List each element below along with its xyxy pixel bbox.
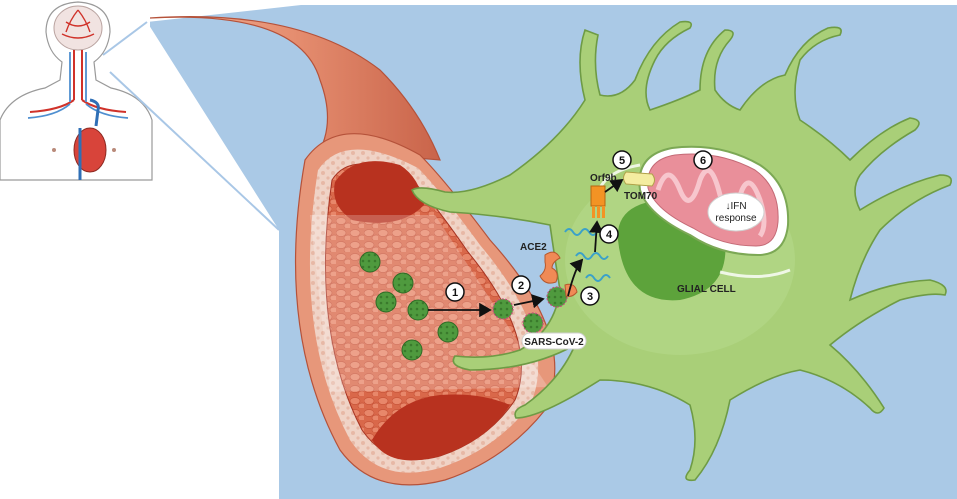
step-badge-5: 5 (612, 150, 632, 170)
arrow-step-4 (589, 220, 604, 253)
glial-cell-label: GLIAL CELL (677, 284, 736, 295)
zoom-line-bottom (109, 71, 280, 231)
arrow-step-3 (567, 258, 584, 297)
tom70-receptor (623, 171, 655, 187)
ace2-receptor (539, 251, 561, 284)
sars-cov-2-label-pill (521, 332, 587, 350)
svg-text:3: 3 (587, 291, 593, 303)
ifn-label-line2: response (715, 213, 757, 224)
virus-particle (392, 272, 414, 294)
virus-particle (375, 291, 397, 313)
step-badge-1: 1 (445, 282, 465, 302)
virus-particle (359, 251, 381, 273)
step-badge-3: 3 (580, 286, 600, 306)
arrow-step-2 (513, 294, 545, 309)
virus-particle (401, 339, 423, 361)
virus-particle-crossing (492, 298, 514, 320)
sars-cov-2-label: SARS-CoV-2 (524, 337, 584, 348)
tom70-label: TOM70 (624, 191, 658, 202)
zoom-line-top (102, 21, 148, 56)
svg-text:5: 5 (619, 155, 625, 167)
orf9b-label: Orf9b (590, 173, 617, 184)
ifn-label-line1: ↓IFN (725, 201, 746, 212)
virus-particle-binding (546, 286, 568, 308)
orf9b-protein (590, 185, 606, 218)
ace2-label: ACE2 (520, 242, 547, 253)
arrow-step-5 (604, 178, 624, 193)
human-figure-inset (0, 0, 153, 181)
virus-particle (437, 321, 459, 343)
step-badge-2: 2 (511, 275, 531, 295)
step-badge-6: 6 (693, 150, 713, 170)
svg-text:2: 2 (518, 280, 524, 292)
step-badge-4: 4 (599, 224, 619, 244)
svg-text:6: 6 (700, 155, 706, 167)
virus-particle (407, 299, 429, 321)
svg-text:1: 1 (452, 287, 458, 299)
ifn-response-bubble (707, 192, 765, 232)
svg-text:4: 4 (606, 229, 613, 241)
virus-particle-outside (522, 312, 544, 334)
